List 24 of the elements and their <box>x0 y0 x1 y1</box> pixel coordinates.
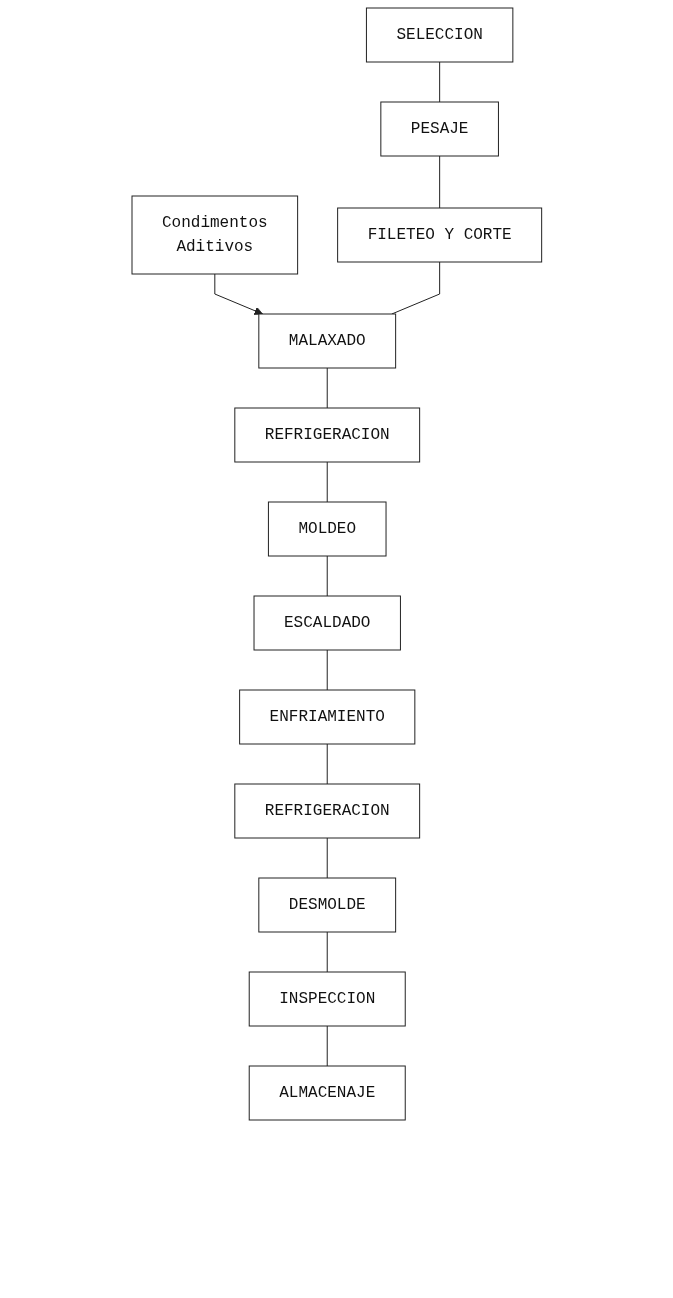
node-box: PESAJE <box>380 101 499 157</box>
connector <box>326 931 328 973</box>
connector <box>326 743 328 785</box>
node-box: FILETEO Y CORTE <box>336 207 542 263</box>
node-box: REFRIGERACION <box>234 783 420 839</box>
connector <box>326 837 328 879</box>
connector <box>326 1025 328 1067</box>
node-box: ESCALDADO <box>253 595 401 651</box>
node-box: MOLDEO <box>267 501 387 557</box>
connector <box>438 155 440 209</box>
connector <box>438 61 440 103</box>
connector <box>326 555 328 597</box>
connector <box>326 367 328 409</box>
node-box: REFRIGERACION <box>234 407 420 463</box>
connector <box>326 461 328 503</box>
node-box: ALMACENAJE <box>248 1065 406 1121</box>
node-box: DESMOLDE <box>258 877 396 933</box>
arrow <box>214 273 263 315</box>
connector <box>326 649 328 691</box>
node-box: SELECCION <box>365 7 513 63</box>
node-box: Condimentos Aditivos <box>131 195 298 275</box>
node-box: INSPECCION <box>248 971 406 1027</box>
node-box: MALAXADO <box>258 313 396 369</box>
node-box: ENFRIAMIENTO <box>238 689 415 745</box>
